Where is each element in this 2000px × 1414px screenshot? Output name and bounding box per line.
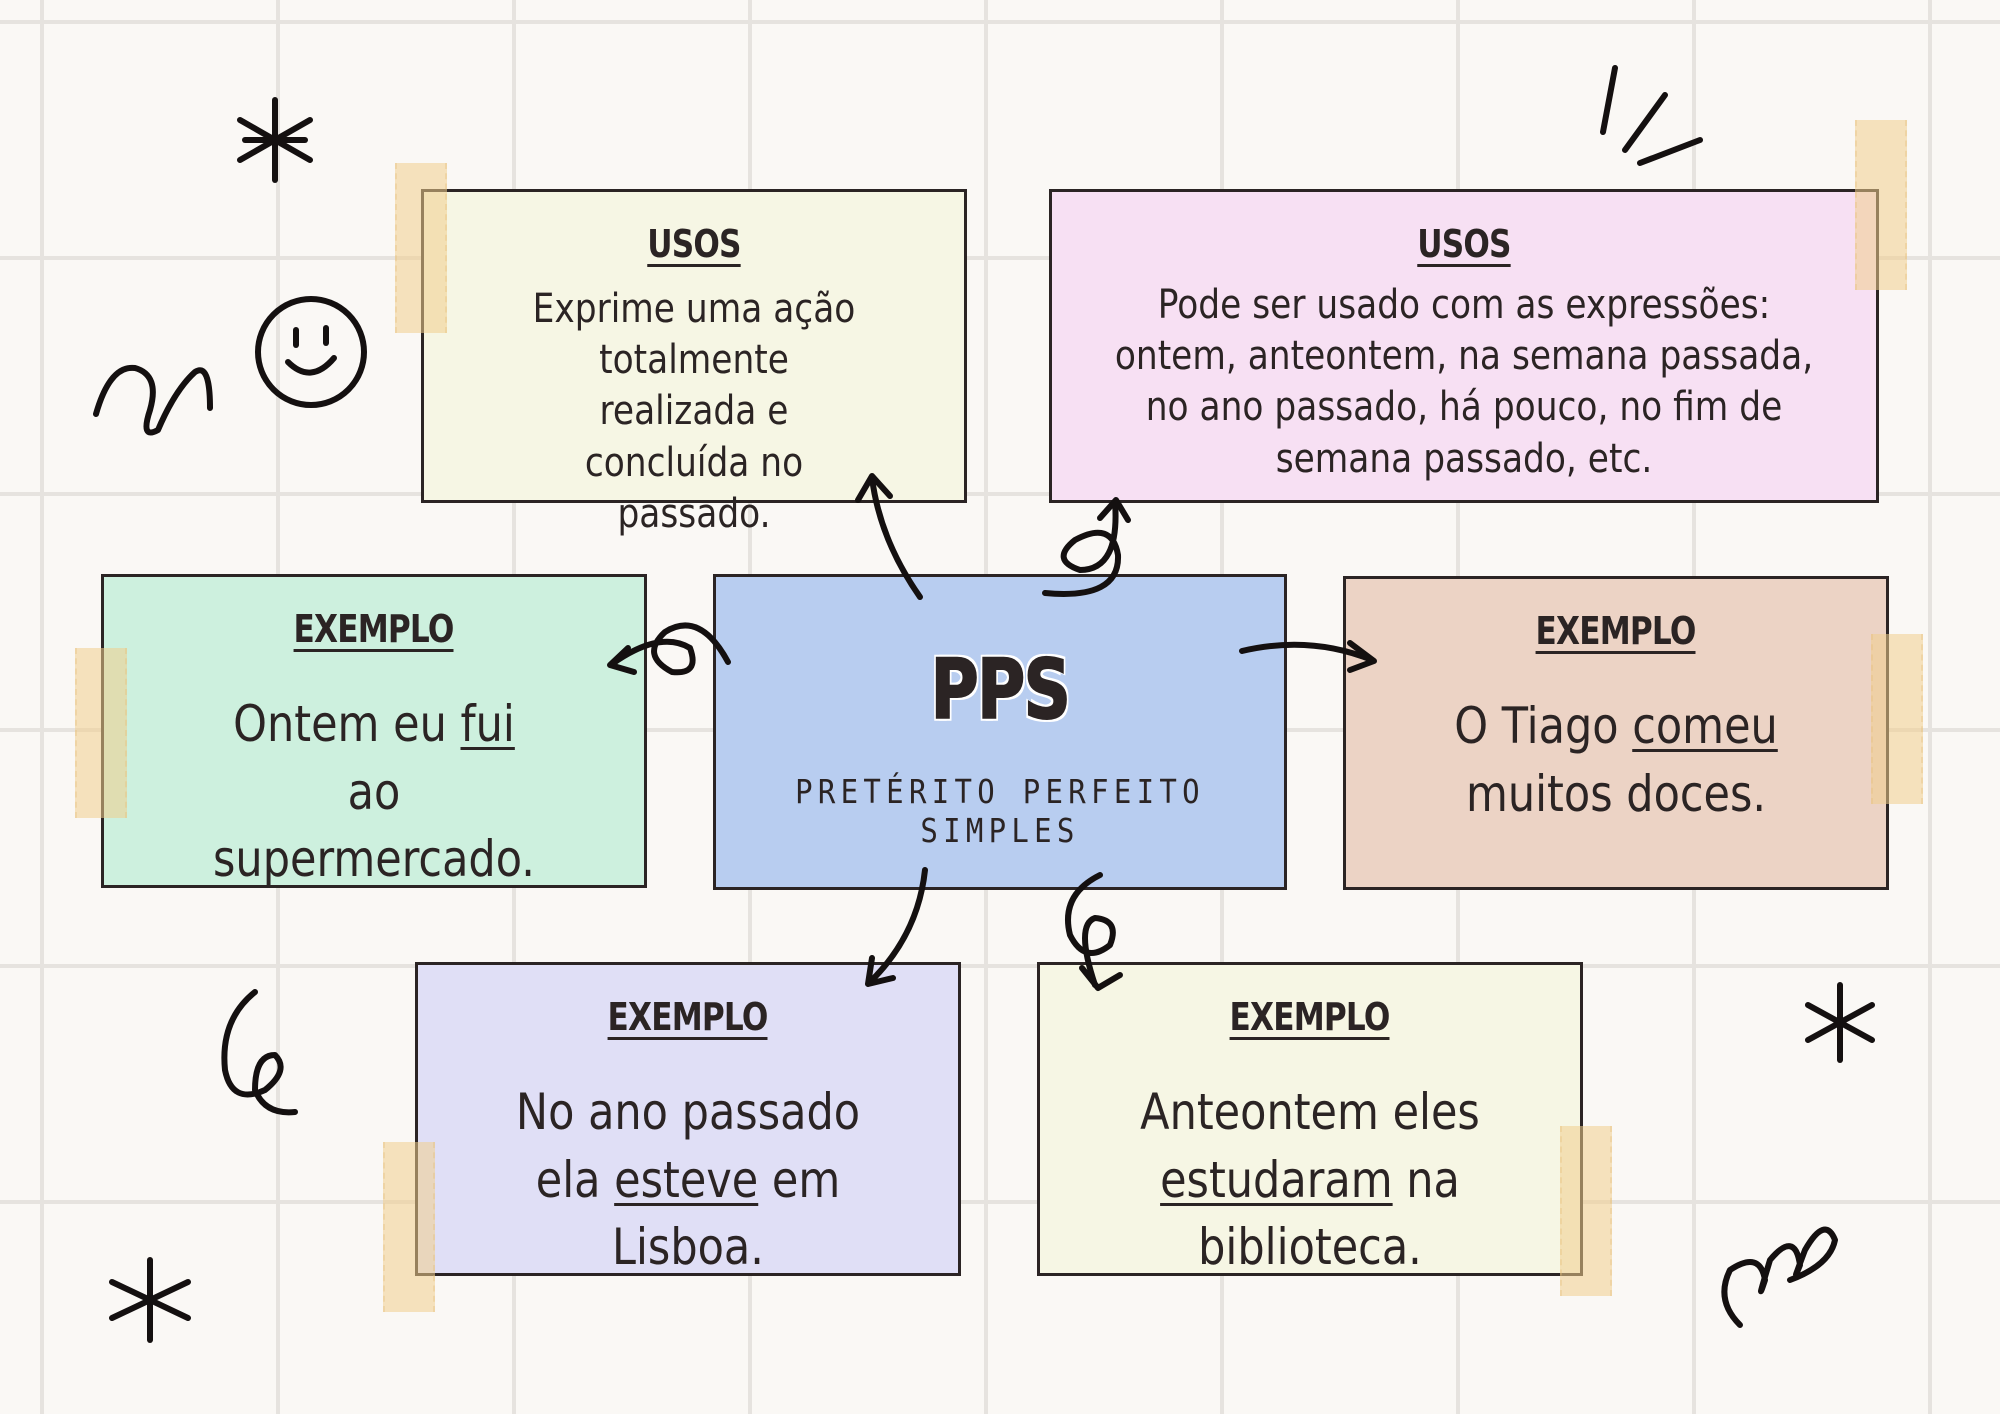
arrow-head-usos-2 xyxy=(1097,497,1131,523)
usos-card-2: USOS Pode ser usado com as expressões: o… xyxy=(1049,189,1879,503)
tape-exemplo-4 xyxy=(1560,1126,1612,1296)
exemplo-text-after: na biblioteca. xyxy=(1198,1150,1460,1277)
usos-heading: USOS xyxy=(647,222,741,266)
tape-exemplo-1 xyxy=(75,648,127,818)
tape-exemplo-3 xyxy=(383,1142,435,1312)
tape-exemplo-2 xyxy=(1871,634,1923,804)
exemplo-card-1: EXEMPLO Ontem eu fui ao supermercado. xyxy=(101,574,647,888)
smiley-doodle xyxy=(255,296,367,408)
exemplo-verb: esteve xyxy=(614,1150,759,1209)
exemplo-text: O Tiago comeu muitos doces. xyxy=(1384,693,1848,828)
usos-text: Pode ser usado com as expressões: ontem,… xyxy=(1114,282,1814,482)
star-doodle-2 xyxy=(1805,982,1875,1063)
exemplo-text-after: ao supermercado. xyxy=(213,762,535,889)
exemplo-card-4: EXEMPLO Anteontem eles estudaram na bibl… xyxy=(1037,962,1583,1276)
exemplo-text-before: Ontem eu xyxy=(233,695,461,753)
slash-doodle xyxy=(1600,65,1703,166)
star-doodle-3 xyxy=(109,1257,191,1343)
exemplo-text: No ano passado ela esteve em Lisboa. xyxy=(456,1079,920,1282)
exemplo-text: Anteontem eles estudaram na biblioteca. xyxy=(1078,1079,1542,1282)
usos-text: Exprime uma ação totalmente realizada e … xyxy=(532,286,856,537)
exemplo-heading: EXEMPLO xyxy=(608,995,769,1039)
exemplo-text-before: O Tiago xyxy=(1454,697,1633,755)
exemplo-heading: EXEMPLO xyxy=(1536,609,1697,653)
subtitle: PRETÉRITO PERFEITO SIMPLES xyxy=(795,772,1205,850)
squiggle-doodle-1 xyxy=(93,364,213,436)
exemplo-text-before: Anteontem eles xyxy=(1140,1083,1480,1141)
exemplo-verb: fui xyxy=(460,695,515,753)
exemplo-heading: EXEMPLO xyxy=(1230,995,1391,1039)
exemplo-verb: estudaram xyxy=(1160,1150,1393,1209)
tape-usos-1 xyxy=(395,163,447,333)
exemplo-heading: EXEMPLO xyxy=(294,607,455,651)
usos-heading: USOS xyxy=(1417,222,1511,266)
tape-usos-2 xyxy=(1855,120,1907,290)
usos-card-1: USOS Exprime uma ação totalmente realiza… xyxy=(421,189,967,537)
exemplo-text-before: No ano passado ela xyxy=(515,1083,861,1209)
exemplo-text-after: em Lisboa. xyxy=(612,1150,841,1277)
exemplo-text-after: muitos doces. xyxy=(1465,764,1767,823)
main-title: PPS xyxy=(930,642,1072,739)
exemplo-text: Ontem eu fui ao supermercado. xyxy=(142,691,606,894)
squiggle-doodle-2 xyxy=(221,989,298,1116)
center-card: PPS PRETÉRITO PERFEITO SIMPLES xyxy=(713,574,1287,890)
spring-doodle xyxy=(1721,1226,1838,1328)
exemplo-verb: comeu xyxy=(1632,697,1778,755)
exemplo-card-3: EXEMPLO No ano passado ela esteve em Lis… xyxy=(415,962,961,1276)
exemplo-card-2: EXEMPLO O Tiago comeu muitos doces. xyxy=(1343,576,1889,890)
star-doodle-1 xyxy=(237,97,313,183)
